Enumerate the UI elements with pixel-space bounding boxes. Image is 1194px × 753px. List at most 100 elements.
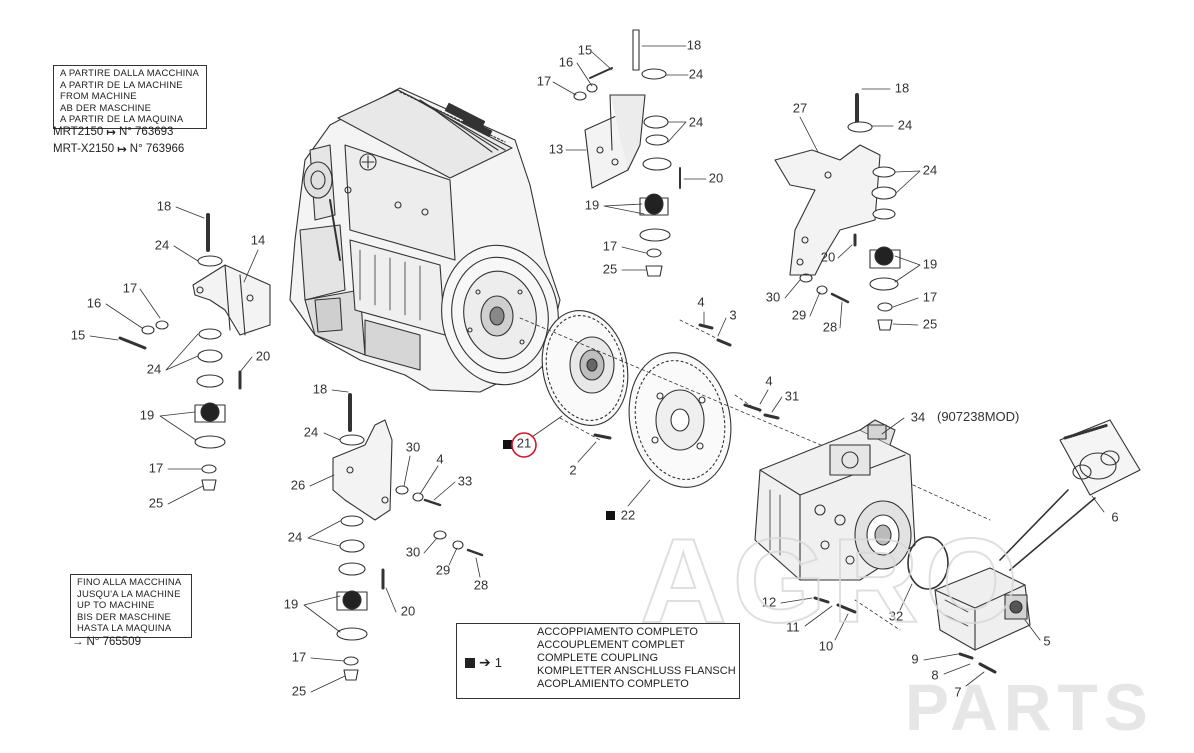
part-callout-7: 7	[954, 684, 961, 699]
part-callout-13: 13	[549, 141, 563, 156]
part-callout-3: 3	[729, 307, 736, 322]
part-callout-9: 9	[911, 651, 918, 666]
part-callout-31: 31	[785, 388, 799, 403]
legend-line: ACCOPPIAMENTO COMPLETO	[537, 626, 698, 638]
leader-lines	[89, 45, 1105, 693]
part-callout-24: 24	[304, 424, 318, 439]
part-callout-32: 32	[889, 608, 903, 623]
up-to-serial-row: → N° 765509	[72, 636, 141, 648]
arrow-icon: ↦	[106, 127, 116, 139]
square-marker-icon	[465, 657, 475, 668]
part-callout-24: 24	[147, 361, 161, 376]
part-callout-34: 34	[911, 409, 925, 424]
up-to-machine-box: FINO ALLA MACCHINA JUSQU'A LA MACHINE UP…	[70, 574, 192, 638]
part-34-suffix: (907238MOD)	[937, 409, 1020, 424]
part-callout-20: 20	[821, 249, 835, 264]
part-callout-15: 15	[71, 327, 85, 342]
part-callout-30: 30	[766, 289, 780, 304]
from-machine-line: A PARTIRE DALLA MACCHINA	[60, 68, 200, 79]
part-callout-20: 20	[709, 170, 723, 185]
part-callout-21: 21	[517, 435, 531, 450]
complete-coupling-marker	[503, 440, 512, 449]
part-callout-19: 19	[585, 197, 599, 212]
part-callout-28: 28	[474, 577, 488, 592]
part-callout-4: 4	[697, 294, 704, 309]
part-callout-24: 24	[288, 529, 302, 544]
part-callout-15: 15	[578, 42, 592, 57]
part-callout-22: 22	[621, 507, 635, 522]
mount-bracket-13	[573, 29, 681, 277]
part-callout-26: 26	[291, 477, 305, 492]
part-callout-24: 24	[898, 117, 912, 132]
part-callout-28: 28	[823, 319, 837, 334]
part-callout-17: 17	[149, 460, 163, 475]
up-to-line: FINO ALLA MACCHINA	[77, 577, 182, 588]
part-callout-25: 25	[923, 316, 937, 331]
from-serial-row: MRT-X2150 ↦ N° 763966	[53, 142, 184, 156]
part-callout-17: 17	[603, 238, 617, 253]
up-to-line: BIS DER MASCHINE	[77, 611, 171, 623]
part-callout-29: 29	[792, 307, 806, 322]
gear-pump	[934, 567, 1031, 651]
part-callout-19: 19	[923, 256, 937, 271]
serial-number: N° 763693	[118, 126, 174, 138]
part-callout-29: 29	[436, 562, 450, 577]
part-callout-24: 24	[689, 66, 703, 81]
legend-line: KOMPLETTER ANSCHLUSS FLANSCH	[537, 665, 736, 677]
part-callout-12: 12	[762, 594, 776, 609]
part-callout-10: 10	[819, 638, 833, 653]
part-callout-17: 17	[123, 280, 137, 295]
mount-bracket-27	[774, 93, 901, 331]
part-callout-25: 25	[149, 495, 163, 510]
part-callout-14: 14	[251, 232, 265, 247]
part-callout-20: 20	[401, 603, 415, 618]
mount-bracket-14	[118, 213, 271, 491]
part-callout-18: 18	[687, 37, 701, 52]
o-ring	[907, 536, 949, 590]
part-callout-4: 4	[765, 373, 772, 388]
flange	[628, 352, 732, 488]
from-serial-row: MRT2150 ↦ N° 763693	[53, 125, 173, 139]
from-machine-box: A PARTIRE DALLA MACCHINA A PARTIR DE LA …	[53, 65, 207, 129]
part-callout-25: 25	[603, 261, 617, 276]
part-callout-5: 5	[1043, 633, 1050, 648]
part-callout-4: 4	[436, 451, 443, 466]
part-callout-19: 19	[140, 407, 154, 422]
legend-line: ACOPLAMIENTO COMPLETO	[537, 678, 689, 690]
serial-number: N° 763966	[129, 143, 185, 155]
hydraulic-pump	[754, 419, 916, 581]
from-machine-line: FROM MACHINE	[60, 91, 137, 102]
up-to-line: JUSQU'A LA MACHINE	[77, 588, 181, 600]
complete-coupling-legend: ➔ 1 ACCOPPIAMENTO COMPLETO ACCOUPLEMENT …	[456, 623, 740, 699]
part-callout-19: 19	[284, 596, 298, 611]
coupling-disc	[541, 310, 629, 426]
part-callout-33: 33	[458, 473, 472, 488]
part-callout-18: 18	[313, 381, 327, 396]
part-callout-17: 17	[292, 649, 306, 664]
part-callout-25: 25	[292, 683, 306, 698]
part-callout-24: 24	[923, 162, 937, 177]
part-callout-24: 24	[155, 237, 169, 252]
from-machine-line: A PARTIR DE LA MACHINE	[60, 79, 183, 91]
part-callout-18: 18	[157, 198, 171, 213]
part-callout-30: 30	[406, 439, 420, 454]
from-machine-line: AB DER MASCHINE	[60, 102, 152, 114]
serial-model: MRT-X2150	[53, 143, 115, 155]
part-callout-8: 8	[931, 667, 938, 682]
part-callout-30: 30	[406, 544, 420, 559]
serial-model: MRT2150	[53, 126, 104, 138]
part-callout-20: 20	[256, 348, 270, 363]
serial-number: N° 765509	[86, 636, 141, 648]
part-callout-18: 18	[895, 80, 909, 95]
flywheel-housing	[441, 244, 559, 386]
arrow-icon: →	[72, 636, 84, 648]
part-callout-6: 6	[1111, 509, 1118, 524]
arrow-right-icon: ➔	[479, 654, 491, 670]
part-callout-11: 11	[786, 619, 800, 634]
legend-symbol: ➔ 1	[465, 654, 502, 671]
part-callout-24: 24	[689, 114, 703, 129]
arrow-icon: ↦	[117, 144, 127, 156]
